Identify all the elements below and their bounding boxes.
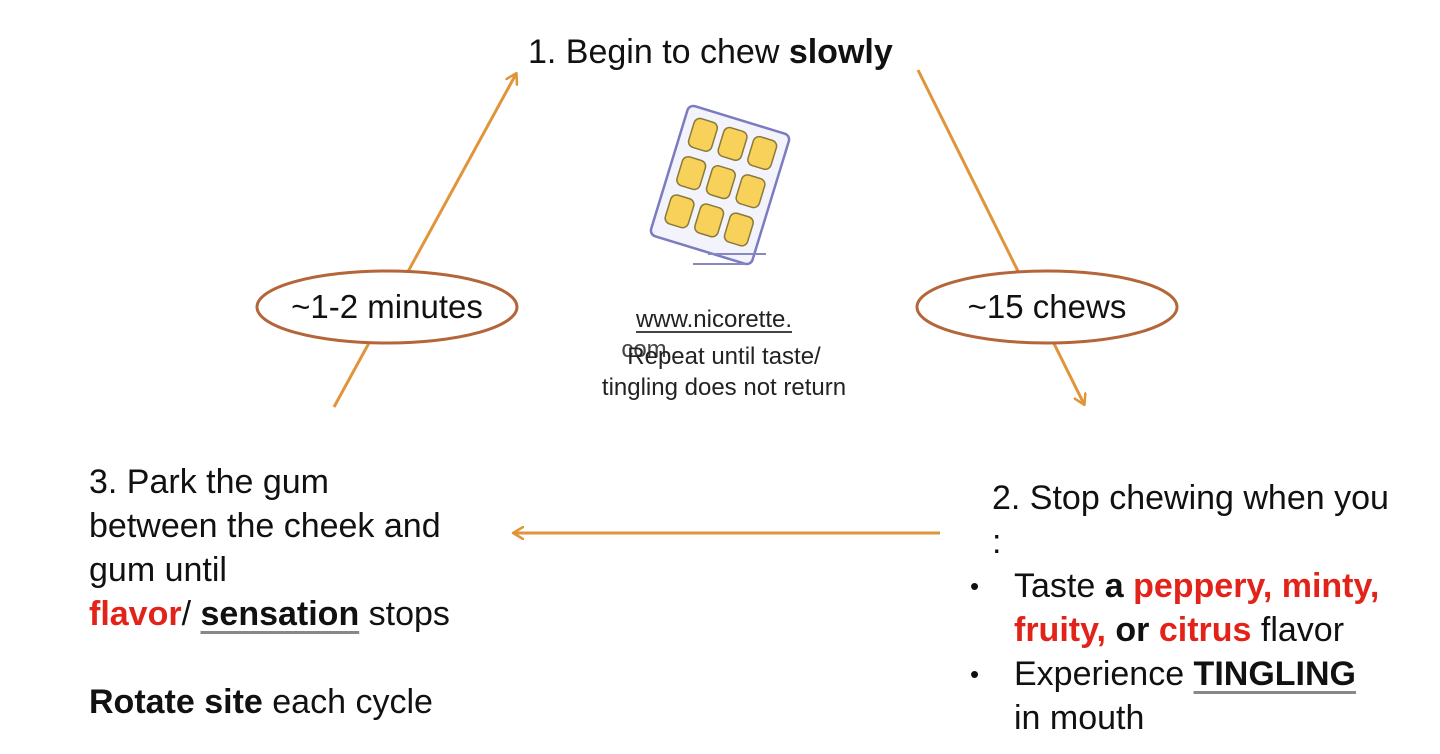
nicotine-gum-blister-icon <box>649 104 791 266</box>
step3-line2: between the cheek and <box>89 507 441 545</box>
arrow-left-up <box>332 74 516 408</box>
source-link-line2[interactable]: com <box>621 336 667 363</box>
bullet2-w1: Experience <box>1014 655 1194 693</box>
bullet-dot-icon: • <box>970 571 980 601</box>
bullet-dot-icon: • <box>970 659 980 689</box>
step3-flavor: flavor <box>89 595 182 633</box>
step2-bullet-2-line2: in mouth <box>1014 696 1379 740</box>
oval-left-label: ~1-2 minutes <box>291 288 483 325</box>
step3-block: 3. Park the gum between the cheek and gu… <box>89 460 450 724</box>
bullet1-w2: a <box>1104 567 1134 605</box>
step3-rotate-rest: each cycle <box>262 683 433 721</box>
oval-left <box>255 269 519 345</box>
step2-bullet-2-line1: Experience TINGLING <box>1014 652 1379 696</box>
bullet1-w3: peppery, minty, <box>1133 567 1380 605</box>
repeat-note-line1: Repeat until taste/ <box>627 343 821 370</box>
step2-heading-line1: 2. Stop chewing when you <box>992 479 1389 517</box>
step2-bullet-1-line2: fruity, or citrus flavor <box>1014 608 1379 652</box>
step3-line3: gum until <box>89 551 227 589</box>
bullet1-w5: or <box>1105 611 1159 649</box>
arrow-right-down <box>916 69 1084 404</box>
step2-bullets: • Taste a peppery, minty, fruity, or cit… <box>966 564 1379 740</box>
step2-bullet-list: • Taste a peppery, minty, fruity, or cit… <box>966 564 1379 740</box>
bullet1-w7: flavor <box>1251 611 1345 649</box>
step3-line4: flavor/ sensation stops <box>89 592 450 636</box>
step3-stops: stops <box>359 595 450 633</box>
step3-line1: 3. Park the gum <box>89 463 330 501</box>
step3-sensation: sensation <box>200 595 360 633</box>
step1-text: 1. Begin to chew slowly <box>528 30 893 74</box>
bullet2-w2: TINGLING <box>1193 655 1356 693</box>
step1-prefix: 1. Begin to chew <box>528 33 789 71</box>
bullet1-w4: fruity, <box>1014 611 1106 649</box>
oval-right <box>915 269 1179 345</box>
step2-bullet-1: • Taste a peppery, minty, fruity, or cit… <box>966 564 1379 652</box>
step2-heading-line2: : <box>992 523 1002 561</box>
bullet1-w1: Taste <box>1014 567 1105 605</box>
step3-rotate-bold: Rotate site <box>89 683 263 721</box>
step2-bullet-1-line1: Taste a peppery, minty, <box>1014 564 1379 608</box>
bullet2-w3: in mouth <box>1014 699 1145 737</box>
step1-bold: slowly <box>788 33 893 71</box>
source-link[interactable]: www.nicorette. <box>635 306 793 333</box>
step2-bullet-2: • Experience TINGLING in mouth <box>966 652 1379 740</box>
oval-right-label: ~15 chews <box>967 288 1127 325</box>
bullet1-w6: citrus <box>1158 611 1252 649</box>
step3-slash: / <box>181 595 201 633</box>
repeat-note-line2: tingling does not return <box>601 374 847 401</box>
step3-rotate: Rotate site each cycle <box>89 680 450 724</box>
